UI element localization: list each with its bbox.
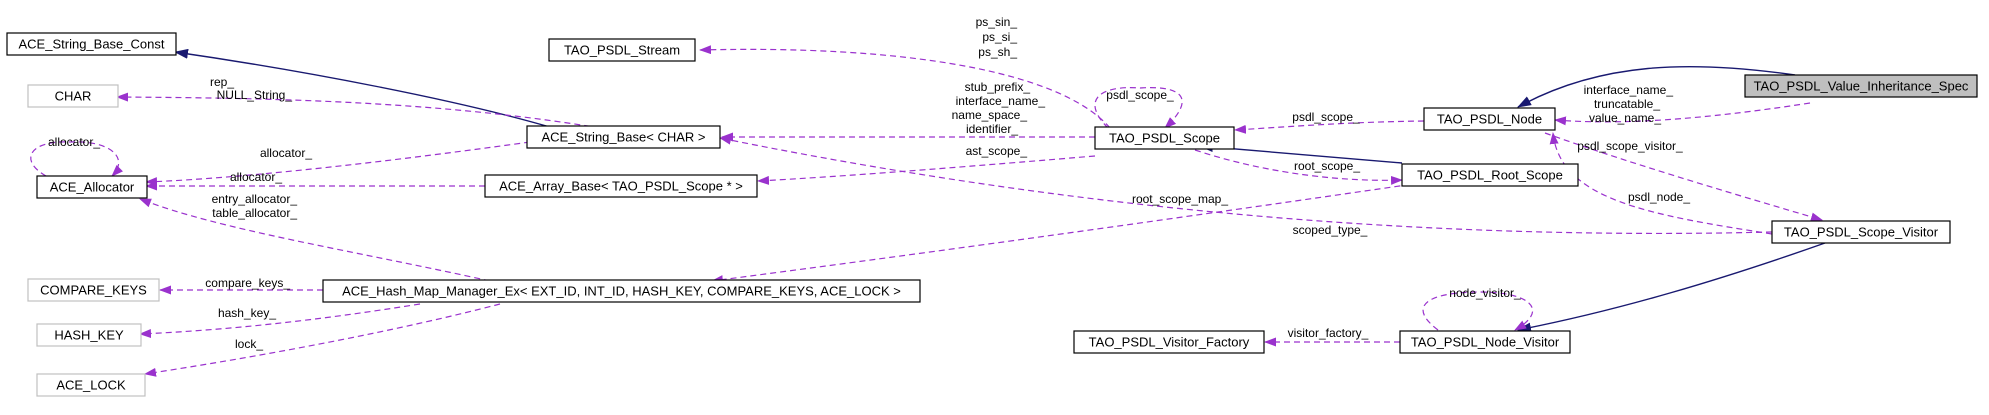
edge-use-ast-scope: [757, 155, 1096, 185]
edge-label-scoped-type: scoped_type_: [1293, 223, 1368, 237]
edge-label-allocator-string-base: allocator_: [260, 146, 312, 160]
svg-text:HASH_KEY: HASH_KEY: [54, 328, 124, 343]
node-ace-allocator[interactable]: ACE_Allocator: [36, 175, 148, 199]
node-tao-psdl-scope-visitor[interactable]: TAO_PSDL_Scope_Visitor: [1771, 220, 1951, 244]
node-compare-keys[interactable]: COMPARE_KEYS: [27, 278, 160, 302]
edge-use-psdl-scope-self: [1094, 87, 1183, 129]
svg-text:TAO_PSDL_Scope_Visitor: TAO_PSDL_Scope_Visitor: [1784, 225, 1939, 240]
edge-label-rep: rep_: [210, 75, 234, 89]
edge-label-table-allocator: table_allocator_: [212, 206, 297, 220]
node-tao-psdl-visitor-factory[interactable]: TAO_PSDL_Visitor_Factory: [1073, 330, 1265, 354]
svg-text:TAO_PSDL_Visitor_Factory: TAO_PSDL_Visitor_Factory: [1089, 335, 1250, 350]
edge-label-allocator-array-base: allocator_: [230, 170, 282, 184]
edge-label-truncatable: truncatable_: [1594, 97, 1660, 111]
edge-label-psdl-scope-node: psdl_scope_: [1292, 110, 1360, 124]
edge-use-root-scope-map: [711, 182, 1421, 285]
svg-text:TAO_PSDL_Root_Scope: TAO_PSDL_Root_Scope: [1417, 168, 1563, 183]
svg-text:COMPARE_KEYS: COMPARE_KEYS: [40, 283, 147, 298]
edge-inherit-value-spec-to-node: [1517, 65, 1796, 108]
edge-use-allocator-string-base: [145, 141, 531, 187]
edge-use-allocator-self: [30, 141, 123, 177]
edge-use-value-spec-node: [1554, 102, 1811, 126]
edge-label-interface-name-scope: interface_name_: [956, 94, 1046, 108]
node-tao-psdl-stream[interactable]: TAO_PSDL_Stream: [548, 38, 696, 62]
svg-text:ACE_String_Base_Const: ACE_String_Base_Const: [19, 37, 165, 52]
edge-label-node-visitor: node_visitor_: [1449, 286, 1521, 300]
svg-text:CHAR: CHAR: [55, 89, 92, 104]
edge-label-ps-sin: ps_sin_: [976, 15, 1018, 29]
edge-label-hash-key: hash_key_: [218, 306, 276, 320]
svg-text:ACE_String_Base< CHAR >: ACE_String_Base< CHAR >: [541, 130, 705, 145]
node-tao-psdl-root-scope[interactable]: TAO_PSDL_Root_Scope: [1401, 163, 1579, 187]
svg-text:TAO_PSDL_Stream: TAO_PSDL_Stream: [564, 43, 680, 58]
edge-label-ps-sh: ps_sh_: [978, 45, 1017, 59]
edge-use-rep: [116, 92, 601, 129]
svg-text:TAO_PSDL_Node: TAO_PSDL_Node: [1437, 112, 1542, 127]
svg-text:ACE_Array_Base< TAO_PSDL_Scope: ACE_Array_Base< TAO_PSDL_Scope * >: [499, 179, 743, 194]
edge-use-psdl-scope-node: [1234, 120, 1425, 134]
edge-use-ps-stream: [699, 45, 1111, 129]
edge-label-root-scope: root_scope_: [1294, 159, 1360, 173]
node-tao-psdl-node[interactable]: TAO_PSDL_Node: [1423, 107, 1556, 131]
edge-inherit-scope-visitor-to-node-visitor: [1517, 242, 1826, 333]
edge-label-ps-si: ps_si_: [982, 30, 1017, 44]
edge-use-allocator-hash-map: [139, 198, 491, 282]
edge-inherit-string-base-to-const: [174, 48, 561, 131]
svg-text:TAO_PSDL_Value_Inheritance_Spe: TAO_PSDL_Value_Inheritance_Spec: [1754, 79, 1969, 94]
node-ace-lock[interactable]: ACE_LOCK: [36, 373, 146, 397]
edge-label-visitor-factory: visitor_factory_: [1288, 326, 1369, 340]
node-ace-array-base[interactable]: ACE_Array_Base< TAO_PSDL_Scope * >: [484, 174, 758, 198]
edge-use-psdl-scope-visitor: [1544, 132, 1823, 222]
edge-label-stub-prefix: stub_prefix_: [965, 80, 1031, 94]
node-hash-key[interactable]: HASH_KEY: [36, 323, 142, 347]
edge-label-psdl-node: psdl_node_: [1628, 190, 1690, 204]
svg-text:ACE_Hash_Map_Manager_Ex< EXT_I: ACE_Hash_Map_Manager_Ex< EXT_ID, INT_ID,…: [342, 284, 901, 299]
edge-label-lock: lock_: [235, 337, 263, 351]
edge-label-name-space: name_space_: [952, 108, 1028, 122]
edge-label-null-string: NULL_String_: [217, 88, 293, 102]
svg-text:TAO_PSDL_Scope: TAO_PSDL_Scope: [1109, 131, 1220, 146]
edge-use-psdl-node: [1549, 132, 1773, 235]
node-ace-hash-map-manager-ex[interactable]: ACE_Hash_Map_Manager_Ex< EXT_ID, INT_ID,…: [322, 279, 921, 303]
edge-label-identifier: identifier_: [966, 122, 1018, 136]
node-char[interactable]: CHAR: [27, 84, 119, 108]
svg-text:ACE_LOCK: ACE_LOCK: [56, 378, 126, 393]
edge-use-node-visitor-self: [1422, 291, 1534, 331]
svg-text:ACE_Allocator: ACE_Allocator: [50, 180, 135, 195]
edge-label-psdl-scope-visitor: psdl_scope_visitor_: [1577, 139, 1683, 153]
node-tao-psdl-value-inheritance-spec[interactable]: TAO_PSDL_Value_Inheritance_Spec: [1744, 74, 1978, 98]
edge-label-allocator-self: allocator_: [48, 135, 100, 149]
node-tao-psdl-node-visitor[interactable]: TAO_PSDL_Node_Visitor: [1399, 330, 1571, 354]
edge-label-ast-scope: ast_scope_: [966, 144, 1028, 158]
node-ace-string-base-char[interactable]: ACE_String_Base< CHAR >: [526, 125, 721, 149]
node-ace-string-base-const[interactable]: ACE_String_Base_Const: [6, 32, 177, 56]
edge-use-root-scope: [1194, 149, 1403, 185]
node-tao-psdl-scope[interactable]: TAO_PSDL_Scope: [1094, 126, 1235, 150]
edge-label-entry-allocator: entry_allocator_: [212, 192, 298, 206]
edge-use-lock: [144, 303, 501, 377]
edge-label-compare-keys: compare_keys_: [205, 276, 290, 290]
edge-use-hash-key: [139, 303, 421, 339]
edge-label-root-scope-map: root_scope_map_: [1132, 192, 1228, 206]
edge-label-interface-name-vis: interface_name_: [1584, 83, 1674, 97]
edge-use-scoped-type: [719, 135, 1773, 235]
svg-text:TAO_PSDL_Node_Visitor: TAO_PSDL_Node_Visitor: [1411, 335, 1560, 350]
edge-label-psdl-scope-self: psdl_scope_: [1106, 88, 1174, 102]
edge-label-value-name: value_name_: [1589, 111, 1661, 125]
